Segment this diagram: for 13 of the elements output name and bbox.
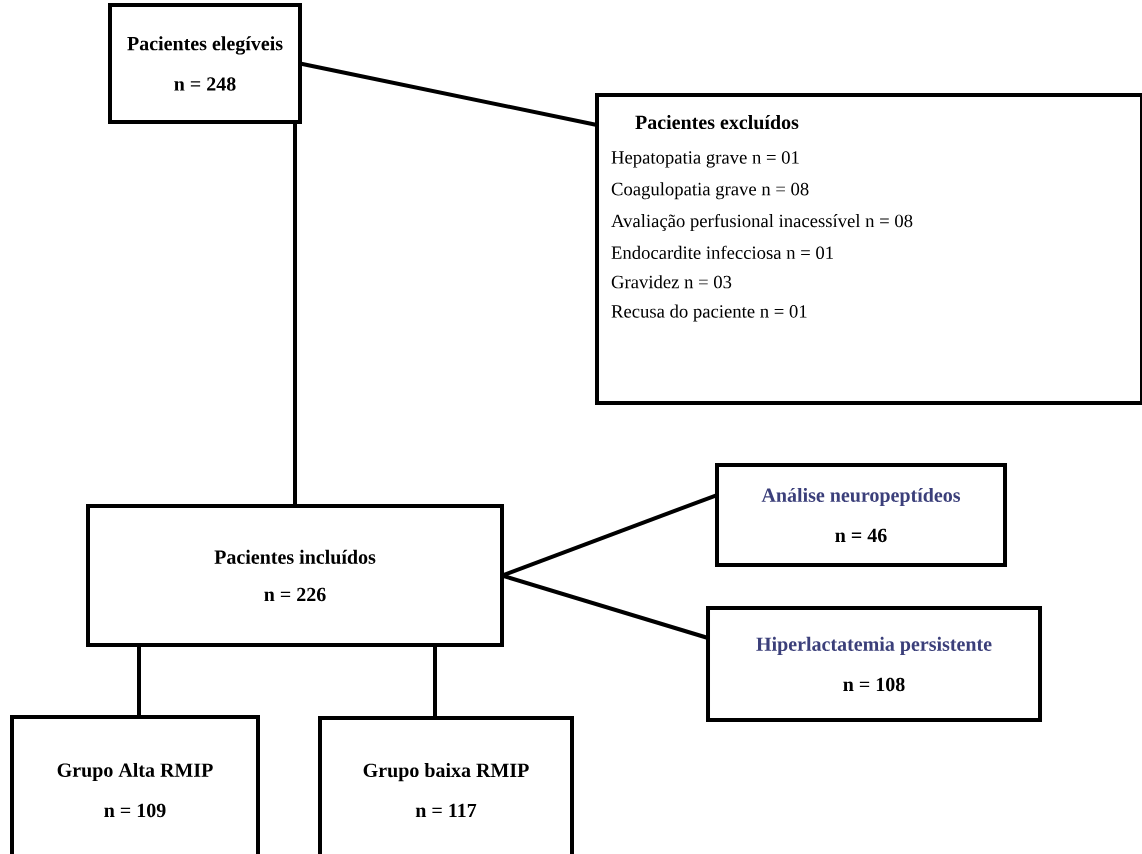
process-box: Análise neuropeptídeos n = 46 (715, 463, 1007, 567)
process-box: Grupo Alta RMIP n = 109 (10, 715, 260, 854)
connector-line (433, 645, 437, 718)
process-box: Grupo baixa RMIP n = 117 (318, 716, 574, 854)
process-box: Hiperlactatemia persistente n = 108 (706, 606, 1042, 722)
process-box: Pacientes incluídos n = 226 (86, 504, 504, 647)
exclusion-box: Pacientes excluídos Hepatopatia grave n = 01 Coagulopatia grave n = 08 Avaliação perfusional inacessível n = 08 Endocardite infecciosa n = 01 Gravidez n = 03 Recusa do paciente n = 01 (595, 93, 1142, 405)
connector-line (501, 493, 718, 578)
connector-line (293, 122, 297, 506)
connector-line (501, 573, 709, 640)
connector-line (299, 61, 598, 127)
connector-line (137, 645, 141, 717)
process-box: Pacientes elegíveis n = 248 (108, 3, 302, 124)
